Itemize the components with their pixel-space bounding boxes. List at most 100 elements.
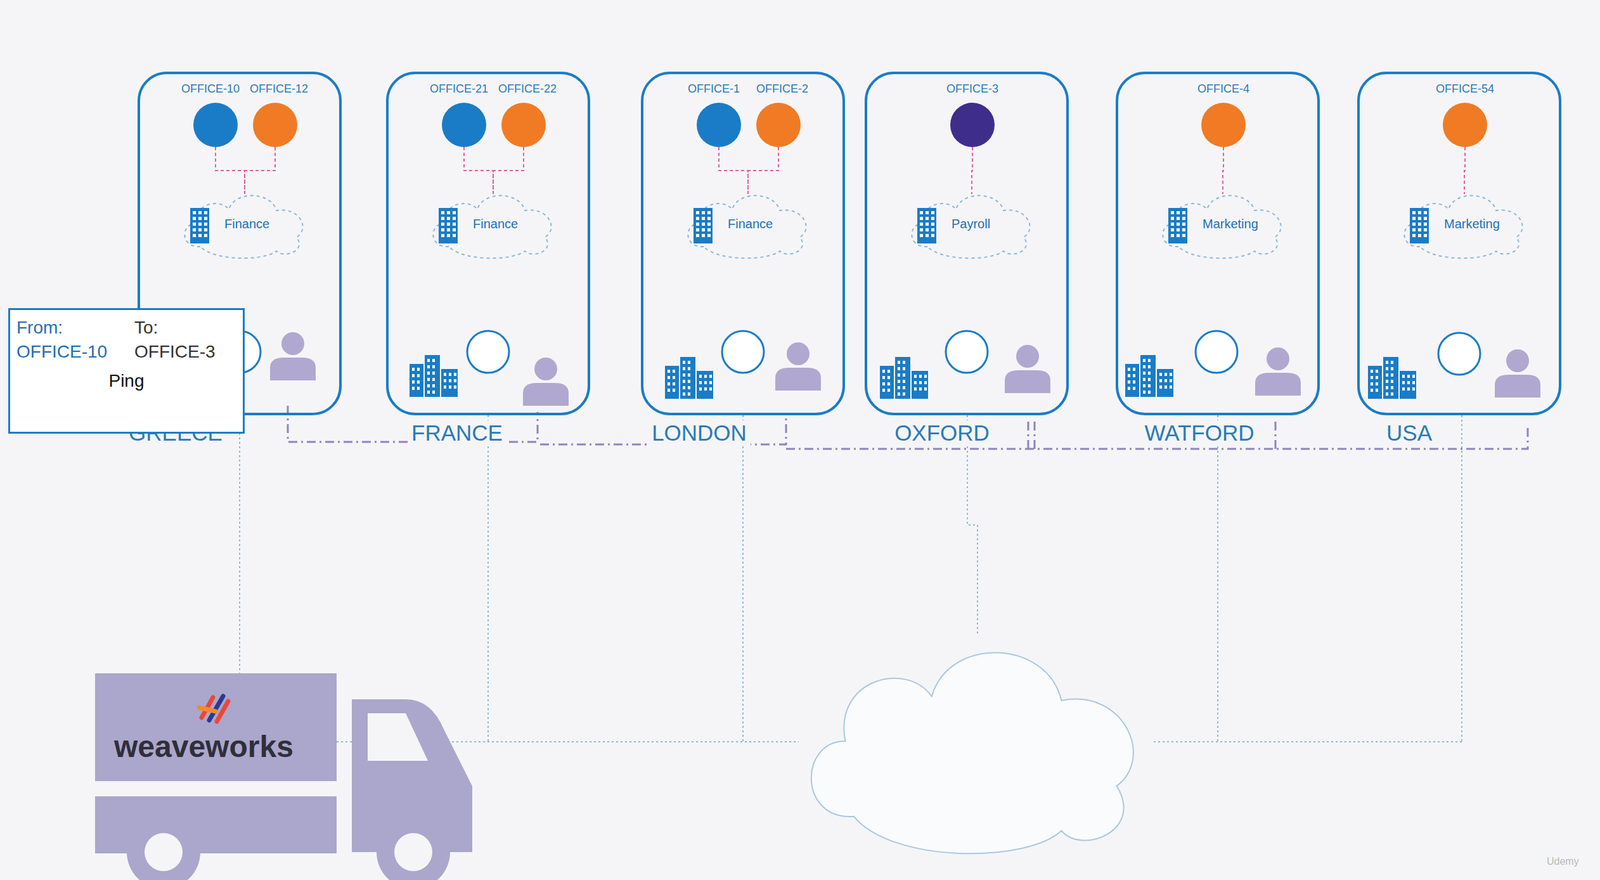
window (441, 233, 445, 238)
window (897, 367, 901, 371)
person-icon (1004, 344, 1051, 394)
watermark: Udemy (1546, 855, 1580, 868)
window (204, 216, 208, 220)
window (443, 372, 447, 376)
window (709, 380, 712, 385)
window (931, 216, 935, 220)
office-circle: OFFICE-2 (756, 102, 801, 148)
department-name: Finance (727, 216, 773, 232)
cloud-path (184, 195, 303, 259)
window (709, 374, 712, 378)
office-label: OFFICE-21 (429, 82, 489, 96)
window (707, 228, 711, 232)
window (682, 379, 686, 383)
window (1370, 369, 1374, 373)
window (897, 373, 901, 377)
window (417, 380, 420, 384)
office-label: OFFICE-2 (756, 82, 809, 96)
buildings-icon (1125, 354, 1174, 397)
window (432, 371, 435, 375)
region-label: OXFORD (890, 420, 994, 446)
building (664, 365, 679, 399)
window (198, 233, 202, 238)
window (1412, 387, 1415, 391)
window (902, 360, 906, 364)
window (1418, 216, 1422, 220)
window (919, 380, 922, 385)
window (667, 375, 671, 380)
window (1182, 222, 1186, 226)
building (693, 207, 713, 244)
link-line (748, 147, 779, 194)
window (1127, 386, 1131, 390)
window (902, 379, 906, 383)
office-circle: OFFICE-12 (252, 102, 298, 148)
building (1156, 368, 1174, 397)
window (897, 360, 901, 364)
window (427, 377, 430, 381)
window (1142, 390, 1146, 394)
window (192, 228, 196, 232)
window (1370, 388, 1374, 392)
window (1170, 233, 1175, 238)
window (452, 228, 456, 232)
window (687, 392, 691, 396)
department-cloud: Finance (423, 186, 563, 263)
window (432, 365, 435, 369)
window (1148, 384, 1151, 388)
window (902, 373, 906, 377)
window (672, 382, 676, 386)
window (919, 387, 922, 391)
window (1176, 211, 1180, 215)
window (412, 380, 415, 384)
department-name: Finance (224, 216, 270, 232)
host-circle (1438, 332, 1481, 375)
callout-text: OFFICE-3 (134, 341, 216, 362)
window (417, 367, 420, 371)
building (879, 365, 894, 399)
window (667, 382, 671, 386)
window (1390, 367, 1394, 371)
buildings-icon (879, 356, 929, 399)
buildings-icon (664, 356, 714, 399)
department-cloud: Finance (174, 186, 315, 263)
link-line (493, 147, 524, 194)
window (1412, 222, 1416, 226)
window (1385, 392, 1389, 396)
window (919, 374, 922, 378)
window (1423, 211, 1427, 215)
window (1412, 374, 1415, 378)
window (1418, 211, 1422, 215)
brand-label: weaveworks (114, 729, 294, 764)
window (1164, 379, 1168, 383)
window (432, 358, 435, 362)
building (409, 363, 424, 397)
window (1402, 374, 1405, 378)
window (1176, 228, 1180, 232)
window (1142, 365, 1146, 369)
office-label: OFFICE-1 (687, 82, 740, 96)
window (696, 216, 700, 220)
building (438, 207, 458, 244)
window (417, 386, 420, 390)
window (902, 386, 906, 390)
window (902, 392, 906, 396)
person-head (786, 342, 810, 366)
window (1385, 379, 1389, 383)
window (1390, 386, 1394, 390)
window (672, 388, 676, 392)
window (701, 222, 705, 226)
window (452, 233, 456, 238)
office-icons (218, 330, 1541, 406)
window (1407, 380, 1410, 385)
window (1412, 380, 1415, 385)
window (204, 233, 208, 238)
window (446, 233, 451, 238)
person-body (1255, 372, 1301, 396)
window (925, 228, 929, 232)
office-circle: OFFICE-1 (696, 102, 742, 148)
window (1132, 367, 1136, 371)
window (427, 365, 430, 369)
window (882, 382, 885, 386)
